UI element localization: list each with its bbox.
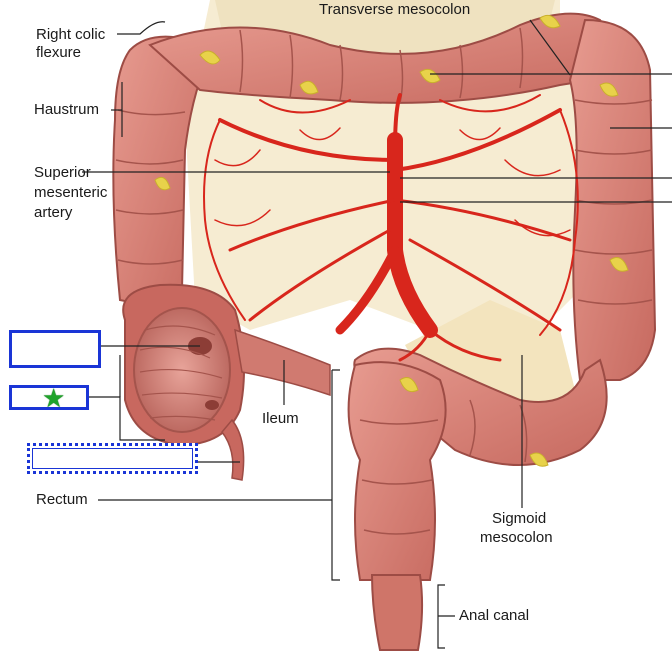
label-right-colic-flexure-line2: flexure: [36, 44, 82, 61]
haustra-lines: [115, 27, 653, 535]
fat-appendages: [154, 14, 629, 467]
answer-box-3[interactable]: [27, 443, 198, 474]
label-sigmoid-mesocolon-line2: mesocolon: [480, 529, 553, 546]
transverse-colon: [148, 12, 622, 104]
appendix-shape: [221, 418, 245, 481]
rectum-shape: [347, 361, 447, 581]
label-superior-mesenteric-line3: artery: [34, 204, 73, 221]
label-right-colic-flexure-line1: Right colic: [36, 26, 106, 43]
ileum-shape: [234, 328, 331, 397]
anal-canal-shape: [370, 574, 424, 651]
label-transverse-mesocolon: Transverse mesocolon: [319, 1, 471, 18]
label-haustrum: Haustrum: [34, 101, 100, 118]
label-sigmoid-mesocolon-line1: Sigmoid: [492, 510, 547, 527]
label-anal-canal: Anal canal: [459, 607, 530, 624]
label-ileum: Ileum: [262, 410, 299, 427]
cecum-folds: [139, 325, 223, 421]
label-superior-mesenteric-line1: Superior: [34, 164, 91, 181]
artery-tree: [203, 93, 579, 362]
answer-box-2[interactable]: [9, 385, 89, 410]
label-superior-mesenteric-line2: mesenteric: [34, 184, 108, 201]
star-icon: ★: [42, 383, 66, 413]
leader-lines: [82, 19, 672, 649]
appendix-opening: [205, 400, 219, 410]
descending-colon: [568, 18, 657, 381]
label-rectum: Rectum: [36, 491, 88, 508]
answer-box-1[interactable]: [9, 330, 101, 368]
